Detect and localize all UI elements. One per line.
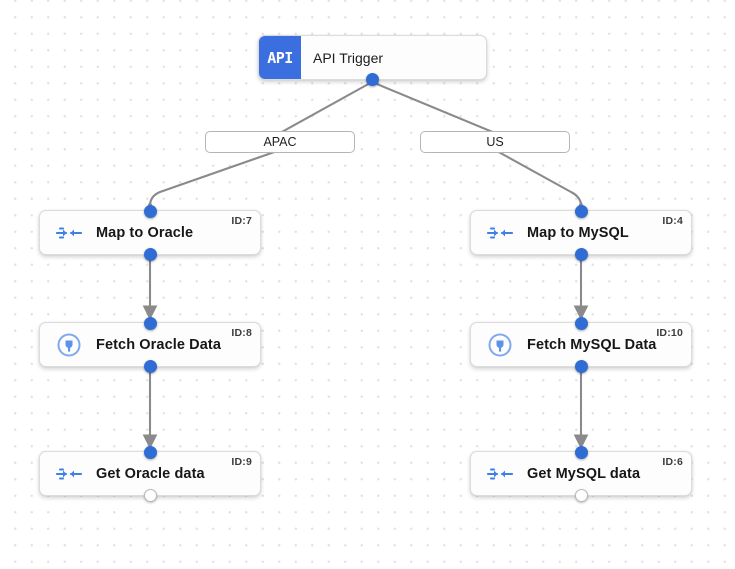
output-port[interactable]	[574, 247, 588, 261]
map-arrows-icon	[485, 218, 515, 248]
output-port[interactable]	[574, 488, 588, 502]
output-port[interactable]	[143, 359, 157, 373]
branch-label-apac-text: APAC	[263, 135, 297, 149]
input-port[interactable]	[574, 445, 588, 459]
node-title: Get MySQL data	[527, 465, 641, 482]
node-id-badge: ID:9	[231, 456, 252, 468]
input-port[interactable]	[143, 316, 157, 330]
node-fetch-mysql-data[interactable]: Fetch MySQL Data ID:10	[470, 316, 692, 373]
database-plug-icon	[485, 330, 515, 360]
node-id-badge: ID:7	[231, 215, 252, 227]
map-arrows-icon	[54, 218, 84, 248]
node-title: Fetch MySQL Data	[527, 336, 657, 353]
map-arrows-icon	[54, 459, 84, 489]
output-port[interactable]	[366, 72, 379, 86]
edge-apac-map-oracle	[142, 149, 281, 216]
node-get-mysql-data[interactable]: Get MySQL data ID:6	[470, 445, 692, 502]
input-port[interactable]	[143, 445, 157, 459]
database-plug-icon	[54, 330, 84, 360]
node-map-to-oracle[interactable]: Map to Oracle ID:7	[39, 204, 261, 261]
output-port[interactable]	[143, 488, 157, 502]
api-icon-text: API	[267, 48, 293, 67]
node-title-api-trigger: API Trigger	[313, 49, 384, 66]
node-map-to-mysql[interactable]: Map to MySQL ID:4	[470, 204, 692, 261]
edge-trigger-apac	[279, 81, 373, 134]
node-api-trigger[interactable]: API API Trigger	[258, 35, 487, 86]
node-title: Map to Oracle	[96, 224, 194, 241]
input-port[interactable]	[143, 204, 157, 218]
node-id-badge: ID:4	[662, 215, 683, 227]
input-port[interactable]	[574, 316, 588, 330]
node-title: Map to MySQL	[527, 224, 629, 241]
edge-trigger-us	[371, 81, 496, 134]
branch-label-us-text: US	[486, 135, 504, 149]
branch-label-us[interactable]: US	[420, 131, 570, 153]
node-fetch-oracle-data[interactable]: Fetch Oracle Data ID:8	[39, 316, 261, 373]
branch-label-apac[interactable]: APAC	[205, 131, 355, 153]
api-icon: API	[259, 36, 301, 79]
node-get-oracle-data[interactable]: Get Oracle data ID:9	[39, 445, 261, 502]
node-id-badge: ID:8	[231, 327, 252, 339]
node-title: Fetch Oracle Data	[96, 336, 221, 353]
node-id-badge: ID:6	[662, 456, 683, 468]
node-title: Get Oracle data	[96, 465, 205, 482]
edge-us-map-mysql	[494, 149, 589, 216]
node-id-badge: ID:10	[656, 327, 683, 339]
output-port[interactable]	[143, 247, 157, 261]
map-arrows-icon	[485, 459, 515, 489]
input-port[interactable]	[574, 204, 588, 218]
output-port[interactable]	[574, 359, 588, 373]
